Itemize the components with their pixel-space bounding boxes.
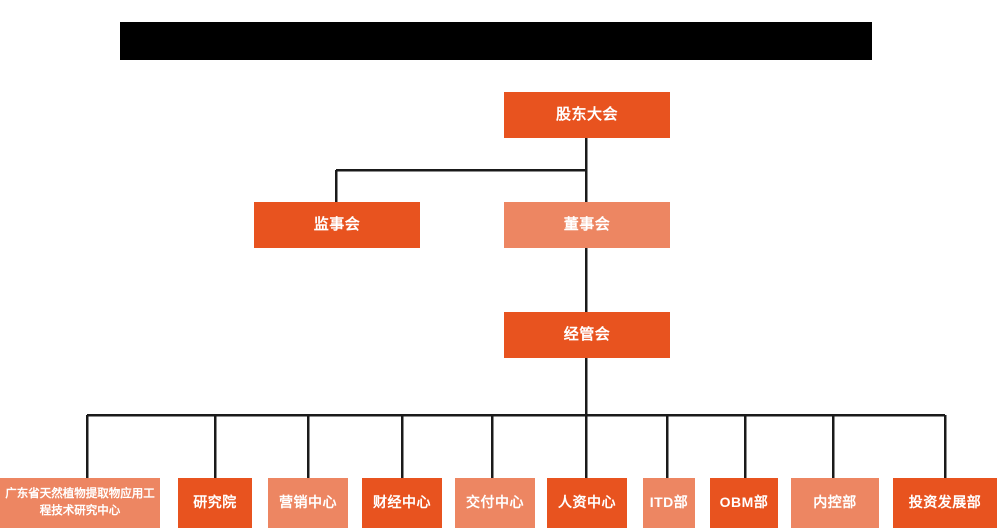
node-label: 股东大会 bbox=[555, 105, 618, 123]
node-board-of-directors[interactable]: 董事会 bbox=[504, 202, 670, 248]
node-itd-department[interactable]: ITD部 bbox=[643, 478, 695, 528]
node-research-institute[interactable]: 研究院 bbox=[178, 478, 252, 528]
node-label: 投资发展部 bbox=[908, 494, 982, 511]
node-internal-control-department[interactable]: 内控部 bbox=[791, 478, 879, 528]
node-label: 内控部 bbox=[813, 494, 857, 511]
node-label: 董事会 bbox=[563, 215, 611, 233]
node-label: OBM部 bbox=[719, 494, 769, 511]
node-label: 交付中心 bbox=[466, 494, 524, 511]
node-shareholders-meeting[interactable]: 股东大会 bbox=[504, 92, 670, 138]
node-delivery-center[interactable]: 交付中心 bbox=[455, 478, 535, 528]
node-obm-department[interactable]: OBM部 bbox=[710, 478, 778, 528]
node-label: 营销中心 bbox=[279, 494, 337, 511]
node-label: 财经中心 bbox=[373, 494, 431, 511]
node-human-resources-center[interactable]: 人资中心 bbox=[547, 478, 627, 528]
node-label: 经管会 bbox=[563, 325, 611, 343]
node-finance-center[interactable]: 财经中心 bbox=[362, 478, 442, 528]
redacted-title-bar bbox=[120, 22, 872, 60]
node-management-committee[interactable]: 经管会 bbox=[504, 312, 670, 358]
node-investment-development-department[interactable]: 投资发展部 bbox=[893, 478, 997, 528]
node-marketing-center[interactable]: 营销中心 bbox=[268, 478, 348, 528]
node-label: 监事会 bbox=[313, 215, 361, 233]
node-label: 广东省天然植物提取物应用工程技术研究中心 bbox=[5, 488, 155, 517]
node-label: 研究院 bbox=[193, 494, 237, 511]
node-guangdong-research-center[interactable]: 广东省天然植物提取物应用工程技术研究中心 bbox=[0, 478, 160, 528]
node-label: ITD部 bbox=[649, 494, 689, 511]
node-board-of-supervisors[interactable]: 监事会 bbox=[254, 202, 420, 248]
node-label: 人资中心 bbox=[558, 494, 616, 511]
